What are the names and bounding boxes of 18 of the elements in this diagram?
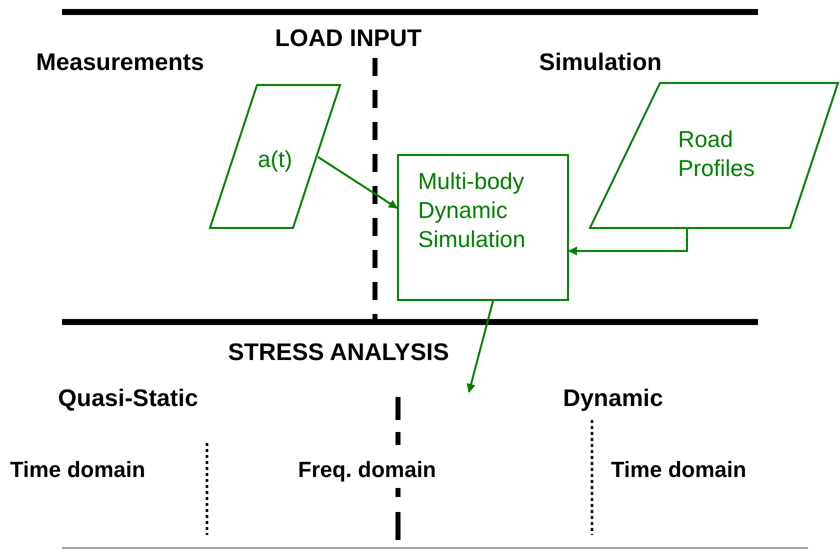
- node-label: Road Profiles: [678, 125, 756, 182]
- section-heading: STRESS ANALYSIS: [228, 340, 449, 366]
- input-parallelogram: [590, 83, 838, 228]
- input-parallelogram: [210, 85, 340, 228]
- arrow: [568, 229, 688, 256]
- arrow: [317, 156, 398, 209]
- domain-label: Time domain: [611, 458, 746, 482]
- domain-label: Freq. domain: [298, 458, 436, 482]
- section-heading: LOAD INPUT: [275, 26, 422, 52]
- node-label: Multi-body Dynamic Simulation: [418, 167, 526, 254]
- column-heading: Measurements: [36, 50, 204, 76]
- node-label: a(t): [256, 145, 294, 174]
- arrow: [466, 300, 494, 393]
- process-box: [398, 155, 568, 300]
- column-heading: Dynamic: [563, 386, 664, 412]
- domain-label: Time domain: [10, 458, 146, 482]
- column-heading: Simulation: [539, 50, 662, 76]
- column-heading: Quasi-Static: [58, 386, 198, 412]
